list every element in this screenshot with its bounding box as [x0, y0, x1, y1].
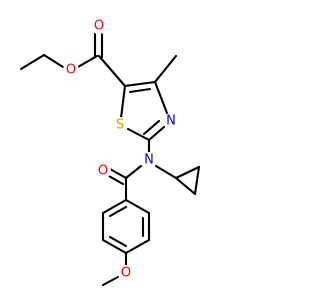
bond-ethyl-ch3-ch2 — [19, 53, 46, 71]
bond-aryl-1-2 — [124, 198, 151, 215]
bond-amide-c-o-double-b — [105, 173, 125, 186]
bond-n-cyclopropyl — [154, 164, 178, 180]
atom-o-methoxy: O — [118, 265, 134, 281]
atom-o-carbonyl-top: O — [91, 18, 107, 34]
bond-ester-c-ring-c5 — [97, 54, 127, 88]
bond-o-methyl — [101, 275, 120, 287]
atom-label-o-ester: O — [66, 63, 76, 78]
bond-n3-c4 — [153, 80, 169, 115]
atom-n-ring: N — [163, 113, 179, 129]
atom-o-ester: O — [63, 62, 79, 78]
bond-aryl-inner-c — [108, 205, 128, 218]
atom-label-o-amide: O — [98, 164, 108, 179]
bond-o-ester-carbon — [76, 54, 99, 69]
molecule-structure: O O S N N O O — [19, 18, 201, 287]
atom-label-n-amide: N — [144, 153, 154, 168]
bond-cyclopropyl-b — [193, 165, 201, 196]
atom-n-amide: N — [141, 152, 157, 168]
bond-c2-n3-a — [147, 125, 166, 142]
atom-label-n-ring: N — [166, 114, 176, 129]
atom-label-o-carbonyl-top: O — [94, 19, 104, 34]
bond-c5-s — [119, 84, 127, 120]
bond-ethyl-ch2-o — [42, 53, 65, 69]
molecule-drawing: O O S N N O O — [19, 18, 201, 287]
bond-c4-c5-a — [123, 80, 157, 88]
bond-c4-methyl — [153, 54, 178, 84]
atom-label-o-methoxy: O — [121, 266, 131, 281]
bond-amide-c-o-double-a — [108, 167, 128, 180]
bond-c4-c5-b — [128, 87, 152, 94]
bond-s-c2 — [126, 127, 151, 142]
bond-aryl-6-1 — [101, 198, 128, 215]
atom-s-ring: S — [112, 117, 128, 133]
bond-c2-n3-b — [142, 119, 161, 136]
bond-n-amide-carbonyl-c — [124, 164, 143, 180]
bond-aryl-inner-b — [108, 235, 128, 248]
atom-o-amide: O — [95, 163, 111, 179]
atom-label-s-ring: S — [116, 118, 124, 133]
bond-aryl-4-5 — [101, 238, 128, 255]
bond-cyclopropyl-c — [174, 176, 197, 196]
bond-aryl-3-4 — [124, 238, 151, 255]
bond-cyclopropyl-a — [174, 165, 201, 180]
